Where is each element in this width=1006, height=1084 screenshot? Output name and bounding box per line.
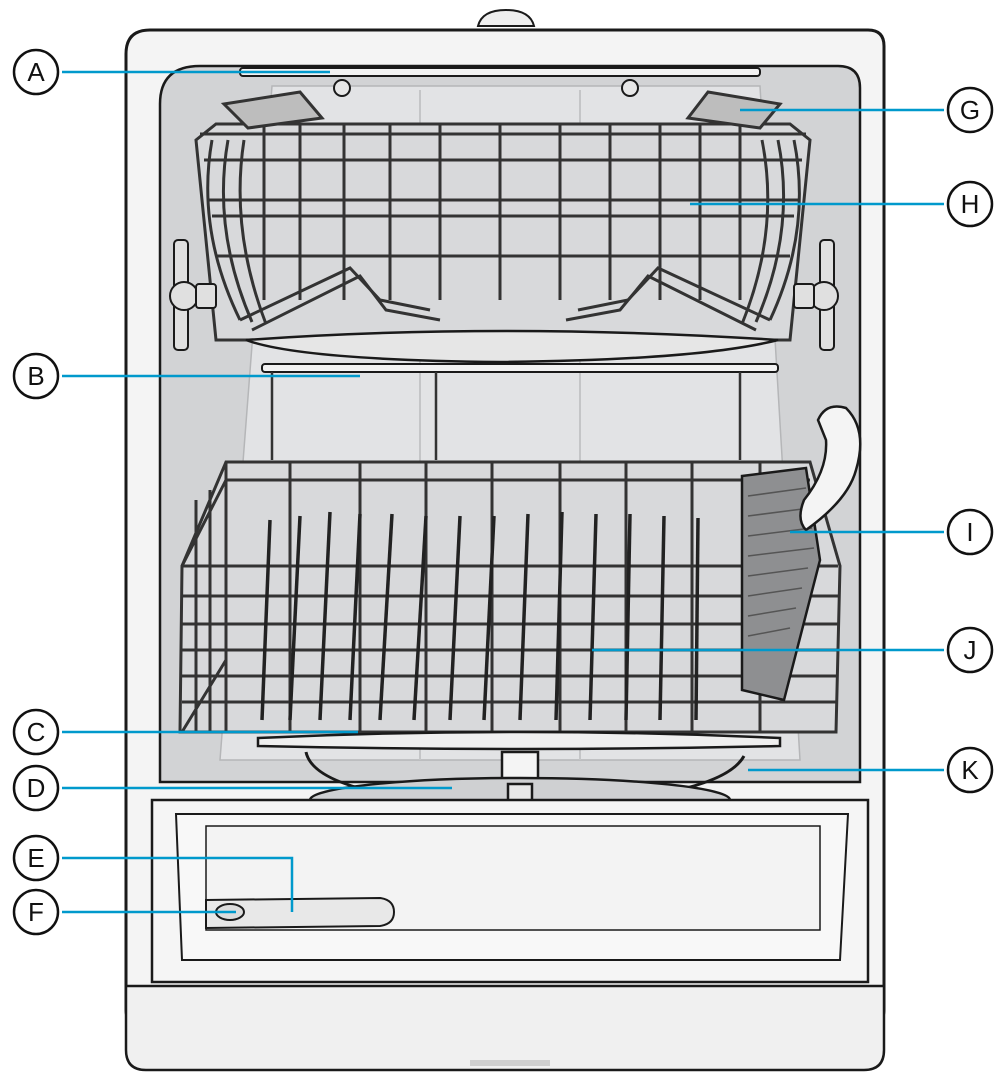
callout-f: F bbox=[12, 888, 60, 936]
callout-d-label: D bbox=[27, 773, 46, 803]
lower-spray-arm bbox=[256, 730, 782, 751]
callout-k: K bbox=[946, 746, 994, 794]
callout-i: I bbox=[946, 508, 994, 556]
callout-badges: A B C D E F G H bbox=[12, 48, 994, 936]
callout-h: H bbox=[946, 180, 994, 228]
mid-spray-arm bbox=[261, 363, 779, 373]
rack-adjusters bbox=[169, 239, 839, 351]
lower-rack bbox=[178, 460, 842, 734]
callout-c: C bbox=[12, 708, 60, 756]
callout-g-label: G bbox=[960, 95, 980, 125]
callout-f-label: F bbox=[28, 897, 44, 927]
callout-d: D bbox=[12, 764, 60, 812]
upper-rack bbox=[194, 90, 812, 364]
callout-k-label: K bbox=[961, 755, 979, 785]
kick-slot bbox=[470, 1060, 550, 1066]
callout-j-label: J bbox=[964, 635, 977, 665]
callout-h-label: H bbox=[961, 189, 980, 219]
callout-e-label: E bbox=[27, 843, 44, 873]
callout-i-label: I bbox=[966, 517, 973, 547]
detergent-dispenser bbox=[205, 896, 396, 930]
callout-a: A bbox=[12, 48, 60, 96]
leader-e bbox=[62, 856, 294, 912]
callout-a-label: A bbox=[27, 57, 45, 87]
leader-lines bbox=[62, 70, 944, 914]
rack-rails bbox=[270, 372, 742, 460]
callout-g: G bbox=[946, 86, 994, 134]
callout-b-label: B bbox=[27, 361, 44, 391]
toe-kick bbox=[124, 984, 886, 1072]
top-vent bbox=[476, 8, 536, 27]
door-inner bbox=[150, 798, 870, 984]
callout-j: J bbox=[946, 626, 994, 674]
callout-c-label: C bbox=[27, 717, 46, 747]
callout-b: B bbox=[12, 352, 60, 400]
callout-e: E bbox=[12, 834, 60, 882]
silverware-basket bbox=[740, 405, 862, 702]
